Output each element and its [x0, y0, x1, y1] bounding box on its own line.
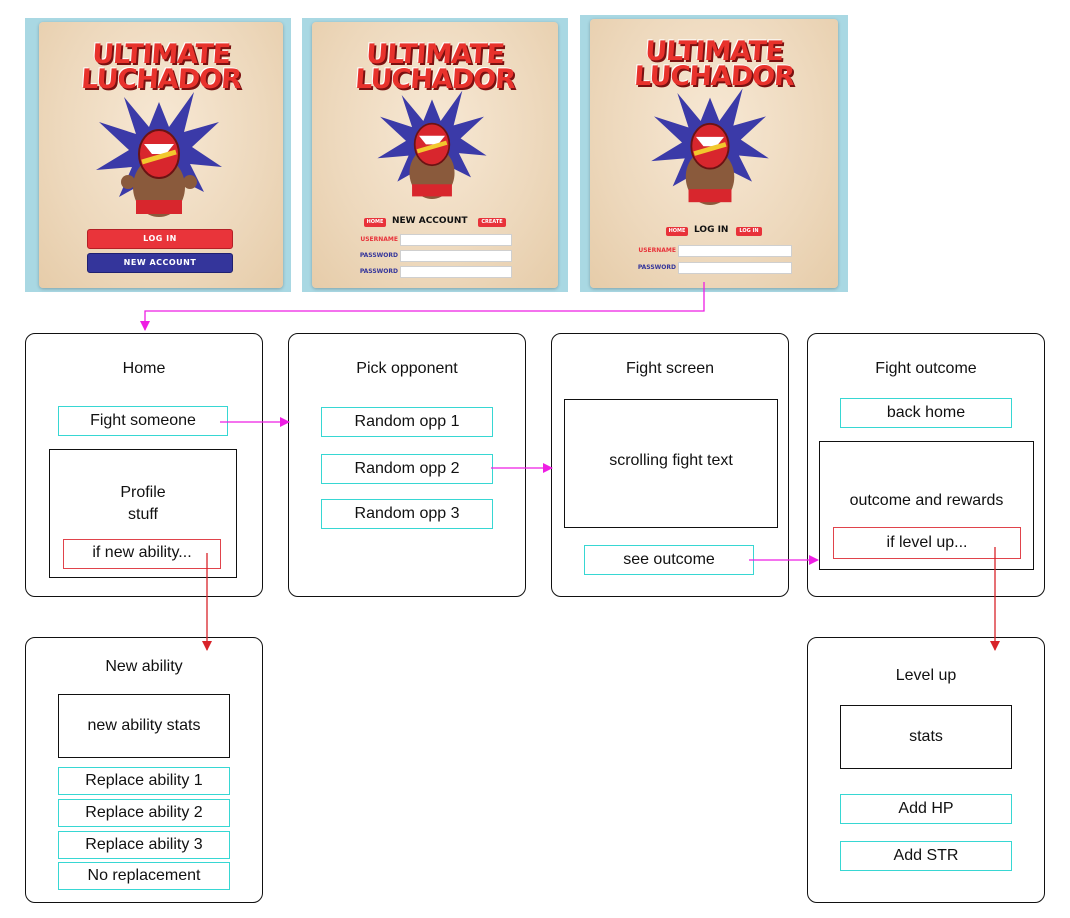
replace-ability-3-button[interactable]: Replace ability 3: [58, 831, 230, 859]
mockup-card: ULTIMATE LUCHADOR LOG IN NEW ACCOUNT: [39, 22, 283, 288]
luchador-mascot-icon: [96, 92, 222, 217]
password-confirm-input[interactable]: [400, 266, 512, 278]
screen-title: Fight outcome: [875, 360, 977, 377]
screen-title: Level up: [895, 667, 957, 684]
back-home-button[interactable]: back home: [840, 398, 1012, 428]
field-label-password: PASSWORD: [637, 264, 676, 271]
username-input[interactable]: [400, 234, 512, 246]
fight-text: scrolling fight text: [609, 452, 733, 469]
random-opponent-2-button[interactable]: Random opp 2: [321, 454, 493, 484]
screen-new-ability: New ability new ability stats Replace ab…: [25, 637, 263, 903]
screen-fight-outcome: Fight outcome back home outcome and rewa…: [807, 333, 1045, 597]
profile-text-line2: stuff: [128, 506, 158, 523]
screen-fight: Fight screen scrolling fight text see ou…: [551, 333, 789, 597]
profile-text-line1: Profile: [120, 484, 166, 501]
luchador-mascot-icon: [377, 90, 487, 199]
new-ability-trigger[interactable]: if new ability...: [63, 539, 221, 569]
level-stats-text: stats: [909, 728, 943, 745]
password-input[interactable]: [400, 250, 512, 262]
field-label-password: PASSWORD: [359, 252, 398, 259]
see-outcome-button[interactable]: see outcome: [584, 545, 754, 575]
login-button[interactable]: LOG IN: [87, 229, 233, 249]
level-stats-panel: stats: [840, 705, 1012, 769]
field-label-password-confirm: PASSWORD: [359, 268, 398, 275]
arrow-login-to-home: [140, 282, 705, 331]
field-label-username: USERNAME: [360, 236, 398, 243]
ability-stats-panel: new ability stats: [58, 694, 230, 758]
screen-home: Home Fight someone Profile stuff if new …: [25, 333, 263, 597]
fight-text-panel: scrolling fight text: [564, 399, 778, 528]
form-heading: NEW ACCOUNT: [392, 216, 468, 226]
add-str-button[interactable]: Add STR: [840, 841, 1012, 871]
luchador-mascot-icon: [651, 88, 769, 205]
add-hp-button[interactable]: Add HP: [840, 794, 1012, 824]
random-opponent-3-button[interactable]: Random opp 3: [321, 499, 493, 529]
username-input[interactable]: [678, 245, 792, 257]
mockup-login-screen: ULTIMATE LUCHADOR HOME LOG IN LOG IN USE…: [580, 15, 848, 292]
screen-level-up: Level up stats Add HP Add STR: [807, 637, 1045, 903]
replace-ability-2-button[interactable]: Replace ability 2: [58, 799, 230, 827]
outcome-text: outcome and rewards: [849, 492, 1004, 509]
login-chip[interactable]: LOG IN: [736, 227, 762, 236]
password-input[interactable]: [678, 262, 792, 274]
field-label-username: USERNAME: [638, 247, 676, 254]
create-chip[interactable]: CREATE: [478, 218, 506, 227]
mockup-card: ULTIMATE LUCHADOR HOME NEW ACCOUNT CREAT…: [312, 22, 558, 288]
level-up-trigger[interactable]: if level up...: [833, 527, 1021, 559]
screen-title: Pick opponent: [356, 360, 458, 377]
replace-ability-1-button[interactable]: Replace ability 1: [58, 767, 230, 795]
mockup-card: ULTIMATE LUCHADOR HOME LOG IN LOG IN USE…: [590, 19, 838, 288]
screen-title: Fight screen: [625, 360, 715, 377]
new-account-button[interactable]: NEW ACCOUNT: [87, 253, 233, 273]
ability-stats-text: new ability stats: [87, 717, 201, 734]
form-heading: LOG IN: [694, 225, 729, 235]
home-chip[interactable]: HOME: [364, 218, 386, 227]
screen-pick-opponent: Pick opponent Random opp 1 Random opp 2 …: [288, 333, 526, 597]
random-opponent-1-button[interactable]: Random opp 1: [321, 407, 493, 437]
screen-title: Home: [122, 360, 166, 377]
home-chip[interactable]: HOME: [666, 227, 688, 236]
mockup-new-account-screen: ULTIMATE LUCHADOR HOME NEW ACCOUNT CREAT…: [302, 18, 568, 292]
profile-panel: Profile stuff if new ability...: [49, 449, 237, 578]
fight-someone-button[interactable]: Fight someone: [58, 406, 228, 436]
screen-title: New ability: [105, 658, 183, 675]
mockup-title-screen: ULTIMATE LUCHADOR LOG IN NEW ACCOUNT: [25, 18, 291, 292]
outcome-panel: outcome and rewards if level up...: [819, 441, 1034, 570]
no-replacement-button[interactable]: No replacement: [58, 862, 230, 890]
